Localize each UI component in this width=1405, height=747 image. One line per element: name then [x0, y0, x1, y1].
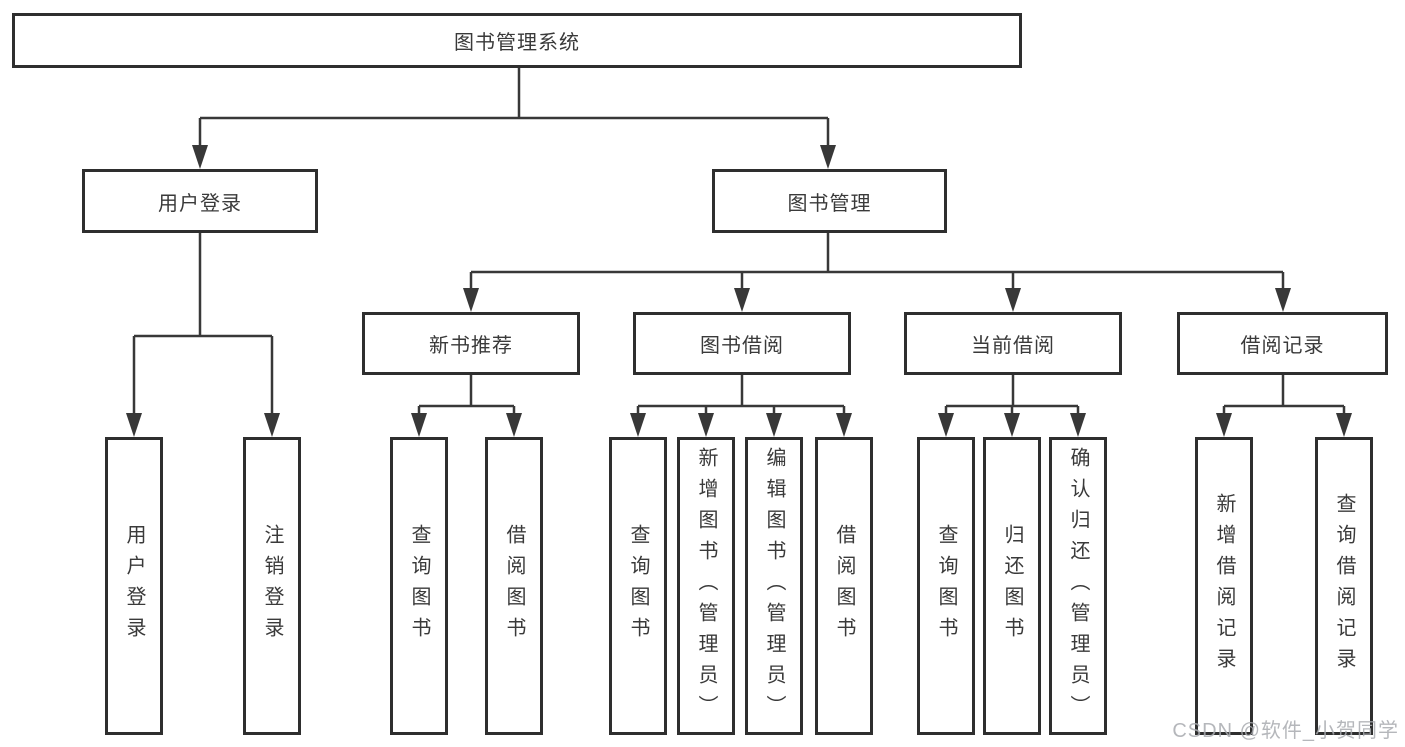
node-current-borrow: 当前借阅: [904, 312, 1122, 375]
leaf-user-login-label: 用户登录: [123, 524, 145, 648]
node-user-login-label: 用户登录: [158, 192, 242, 215]
leaf-recommend-query-books-label: 查询图书: [408, 524, 430, 648]
leaf-logout: 注销登录: [243, 437, 301, 735]
node-root-system: 图书管理系统: [12, 13, 1022, 68]
leaf-recommend-borrow-books: 借阅图书: [485, 437, 543, 735]
leaf-borrow-query-books-label: 查询图书: [627, 524, 649, 648]
node-new-book-recommend: 新书推荐: [362, 312, 580, 375]
leaf-add-borrow-record-label: 新增借阅记录: [1213, 493, 1235, 679]
leaf-current-query-books-label: 查询图书: [935, 524, 957, 648]
leaf-recommend-borrow-books-label: 借阅图书: [503, 524, 525, 648]
node-current-borrow-label: 当前借阅: [971, 335, 1055, 357]
leaf-logout-label: 注销登录: [261, 524, 283, 648]
node-new-book-recommend-label: 新书推荐: [429, 335, 513, 357]
leaf-user-login: 用户登录: [105, 437, 163, 735]
node-book-borrow: 图书借阅: [633, 312, 851, 375]
leaf-return-books: 归还图书: [983, 437, 1041, 735]
leaf-current-query-books: 查询图书: [917, 437, 975, 735]
leaf-borrow-books-label: 借阅图书: [833, 524, 855, 648]
node-book-management-label: 图书管理: [787, 192, 872, 215]
csdn-watermark: CSDN @软件_小贺同学: [1172, 720, 1399, 742]
node-book-borrow-label: 图书借阅: [700, 335, 784, 357]
leaf-confirm-return-admin-label: 确认归还（管理员）: [1067, 446, 1089, 726]
node-borrow-records: 借阅记录: [1177, 312, 1388, 375]
node-book-management: 图书管理: [712, 169, 947, 233]
leaf-borrow-books: 借阅图书: [815, 437, 873, 735]
leaf-add-books-admin: 新增图书（管理员）: [677, 437, 735, 735]
leaf-recommend-query-books: 查询图书: [390, 437, 448, 735]
leaf-edit-books-admin: 编辑图书（管理员）: [745, 437, 803, 735]
node-root-label: 图书管理系统: [454, 32, 580, 54]
leaf-edit-books-admin-label: 编辑图书（管理员）: [763, 446, 785, 726]
node-borrow-records-label: 借阅记录: [1240, 335, 1325, 357]
leaf-add-books-admin-label: 新增图书（管理员）: [695, 446, 717, 726]
arrowheads: [126, 145, 1352, 437]
leaf-add-borrow-record: 新增借阅记录: [1195, 437, 1253, 735]
leaf-confirm-return-admin: 确认归还（管理员）: [1049, 437, 1107, 735]
leaf-query-borrow-record-label: 查询借阅记录: [1333, 493, 1355, 679]
leaf-borrow-query-books: 查询图书: [609, 437, 667, 735]
leaf-query-borrow-record: 查询借阅记录: [1315, 437, 1373, 735]
leaf-return-books-label: 归还图书: [1001, 524, 1023, 648]
node-user-login: 用户登录: [82, 169, 318, 233]
